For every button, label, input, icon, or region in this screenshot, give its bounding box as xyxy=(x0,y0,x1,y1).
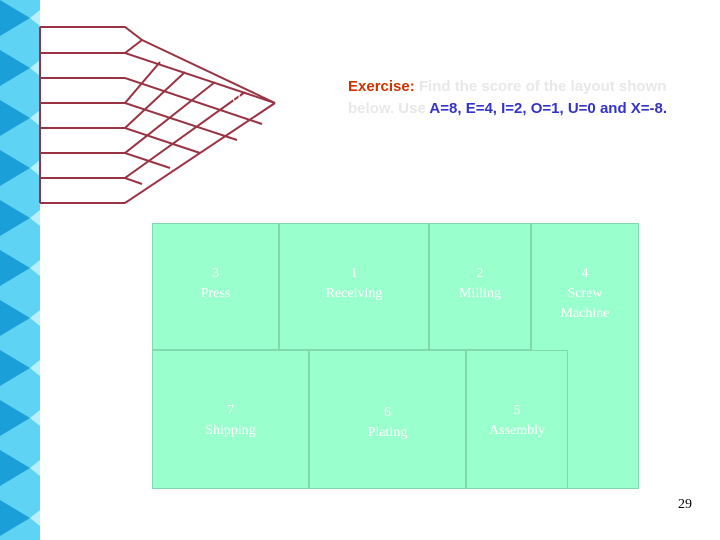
block-number: 6 xyxy=(384,405,391,420)
rel-dept-receiving: Receiving xyxy=(42,33,87,45)
block-name: Press xyxy=(200,286,231,301)
exercise-label: Exercise: xyxy=(348,78,415,95)
layout-block-receiving: 1 Receiving xyxy=(279,223,429,350)
block-name: Milling xyxy=(458,286,501,301)
block-number: 7 xyxy=(227,403,234,418)
rel-dept-assembly: Assembly xyxy=(42,133,86,145)
block-name: Plating xyxy=(367,425,408,440)
relationship-chart xyxy=(39,26,276,204)
exercise-faded-text: Find the score of the layout shown below… xyxy=(348,78,667,117)
rel-dept-press: Press xyxy=(42,84,66,96)
block-number: 3 xyxy=(212,266,219,281)
block-number: 1 xyxy=(350,266,358,281)
layout-block-assembly: 5 Assembly xyxy=(466,350,568,489)
layout-block-plating: 6 Plating xyxy=(309,350,466,489)
block-name: Screw Machine xyxy=(560,286,610,321)
layout-block-milling: 2 Milling xyxy=(429,223,531,350)
block-number: 4 xyxy=(581,266,589,281)
rel-dept-milling: Milling xyxy=(42,59,76,71)
rel-dept-shipping: Shipping xyxy=(42,179,82,191)
block-number: 5 xyxy=(513,403,521,418)
layout-block-shipping: 7 Shipping xyxy=(152,350,309,489)
rel-row-number-1: 1 xyxy=(131,18,137,29)
rel-row-number-5: 5 xyxy=(230,68,236,79)
rel-row-number-2: 2 xyxy=(158,34,164,45)
block-name: Shipping xyxy=(205,423,256,438)
layout-block-press: 3 Press xyxy=(152,223,279,350)
rel-dept-plating: Plating xyxy=(42,154,74,166)
rel-cell-u-1: U xyxy=(140,91,149,105)
page-number: 29 xyxy=(678,497,692,512)
block-name: Receiving xyxy=(325,286,383,301)
rel-row-number-6: 6 xyxy=(254,80,260,91)
rel-row-number-3: 3 xyxy=(182,45,188,56)
rel-row-number-4: 4 xyxy=(207,56,213,67)
exercise-text: Exercise: Find the score of the layout s… xyxy=(348,76,688,120)
block-number: 2 xyxy=(476,266,484,281)
exercise-scoring-values: A=8, E=4, I=2, O=1, U=0 and X=-8. xyxy=(429,100,668,117)
rel-cell-u-2: U xyxy=(232,91,241,105)
block-name: Assembly xyxy=(489,423,545,438)
rel-row-number-7: 7 xyxy=(273,93,279,104)
decorative-left-band xyxy=(0,0,40,540)
rel-dept-screw-machine: Screw Machine xyxy=(42,109,111,121)
